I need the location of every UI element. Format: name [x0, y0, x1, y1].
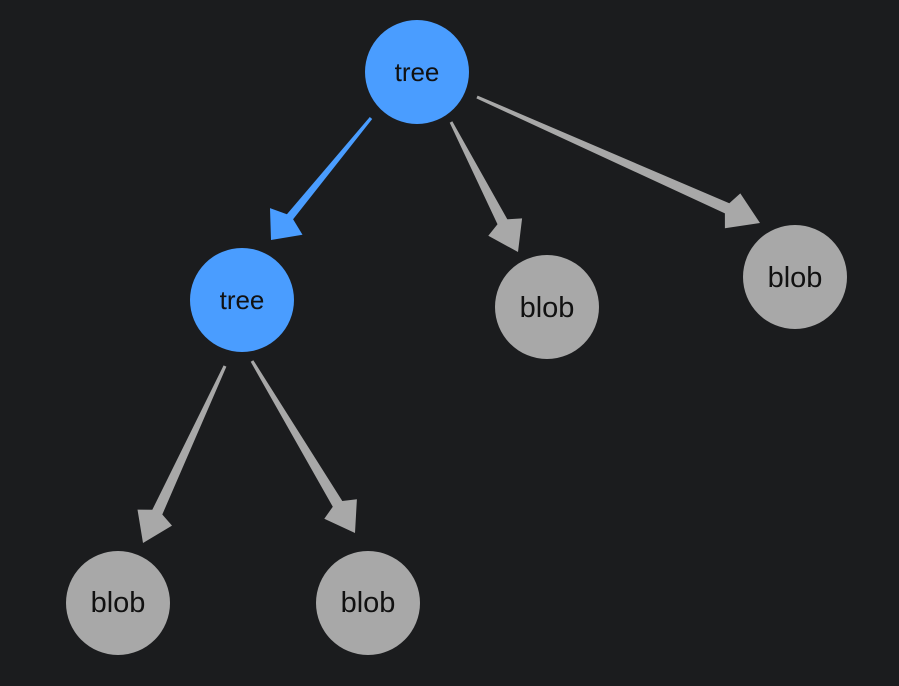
node-tree-root[interactable]: tree [365, 20, 469, 124]
edges-layer [137, 95, 760, 543]
node-label: blob [520, 292, 575, 324]
node-label: blob [341, 587, 396, 619]
node-blob-a[interactable]: blob [495, 255, 599, 359]
edge-root-to-blob-a [449, 121, 523, 252]
edge-root-to-blob-b [476, 95, 760, 229]
nodes-layer: tree tree blob blob blob blob [66, 20, 847, 655]
edge-subtree-to-blob-d [250, 360, 357, 533]
node-label: tree [395, 57, 440, 87]
edge-subtree-to-blob-c [137, 365, 227, 543]
node-blob-b[interactable]: blob [743, 225, 847, 329]
node-label: blob [768, 262, 823, 294]
node-label: blob [91, 587, 146, 619]
node-blob-c[interactable]: blob [66, 551, 170, 655]
node-blob-d[interactable]: blob [316, 551, 420, 655]
node-label: tree [220, 285, 265, 315]
node-tree-subtree[interactable]: tree [190, 248, 294, 352]
edge-root-to-subtree [270, 117, 373, 240]
